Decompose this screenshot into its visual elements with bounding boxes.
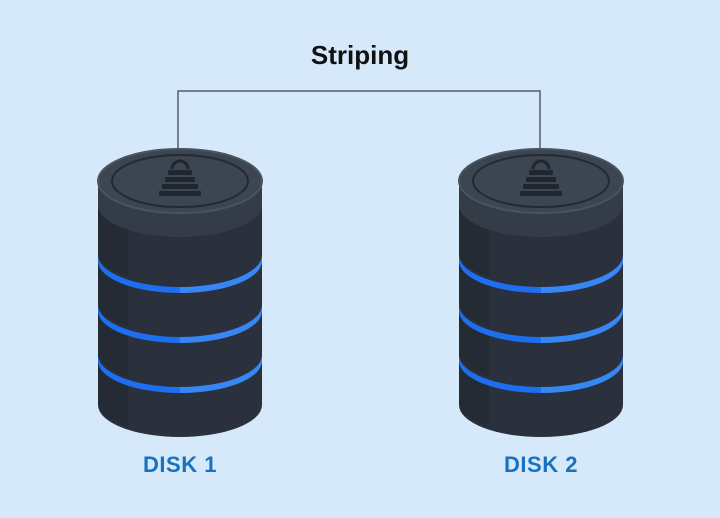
connector-line xyxy=(177,90,541,148)
disk-1-label: DISK 1 xyxy=(143,452,217,477)
disk-2: A8A6A4A2 xyxy=(458,148,624,437)
disk-cap-ring xyxy=(472,154,610,208)
segment-shade xyxy=(98,205,128,277)
database-stack-icon xyxy=(159,159,201,196)
segment-shade xyxy=(459,205,489,277)
disk-cap-ring xyxy=(111,154,249,208)
disk-1: A7A5A3A1 xyxy=(97,148,263,437)
diagram-title: Striping xyxy=(310,40,410,70)
database-stack-icon xyxy=(520,159,562,196)
disk-2-label: DISK 2 xyxy=(504,452,578,477)
